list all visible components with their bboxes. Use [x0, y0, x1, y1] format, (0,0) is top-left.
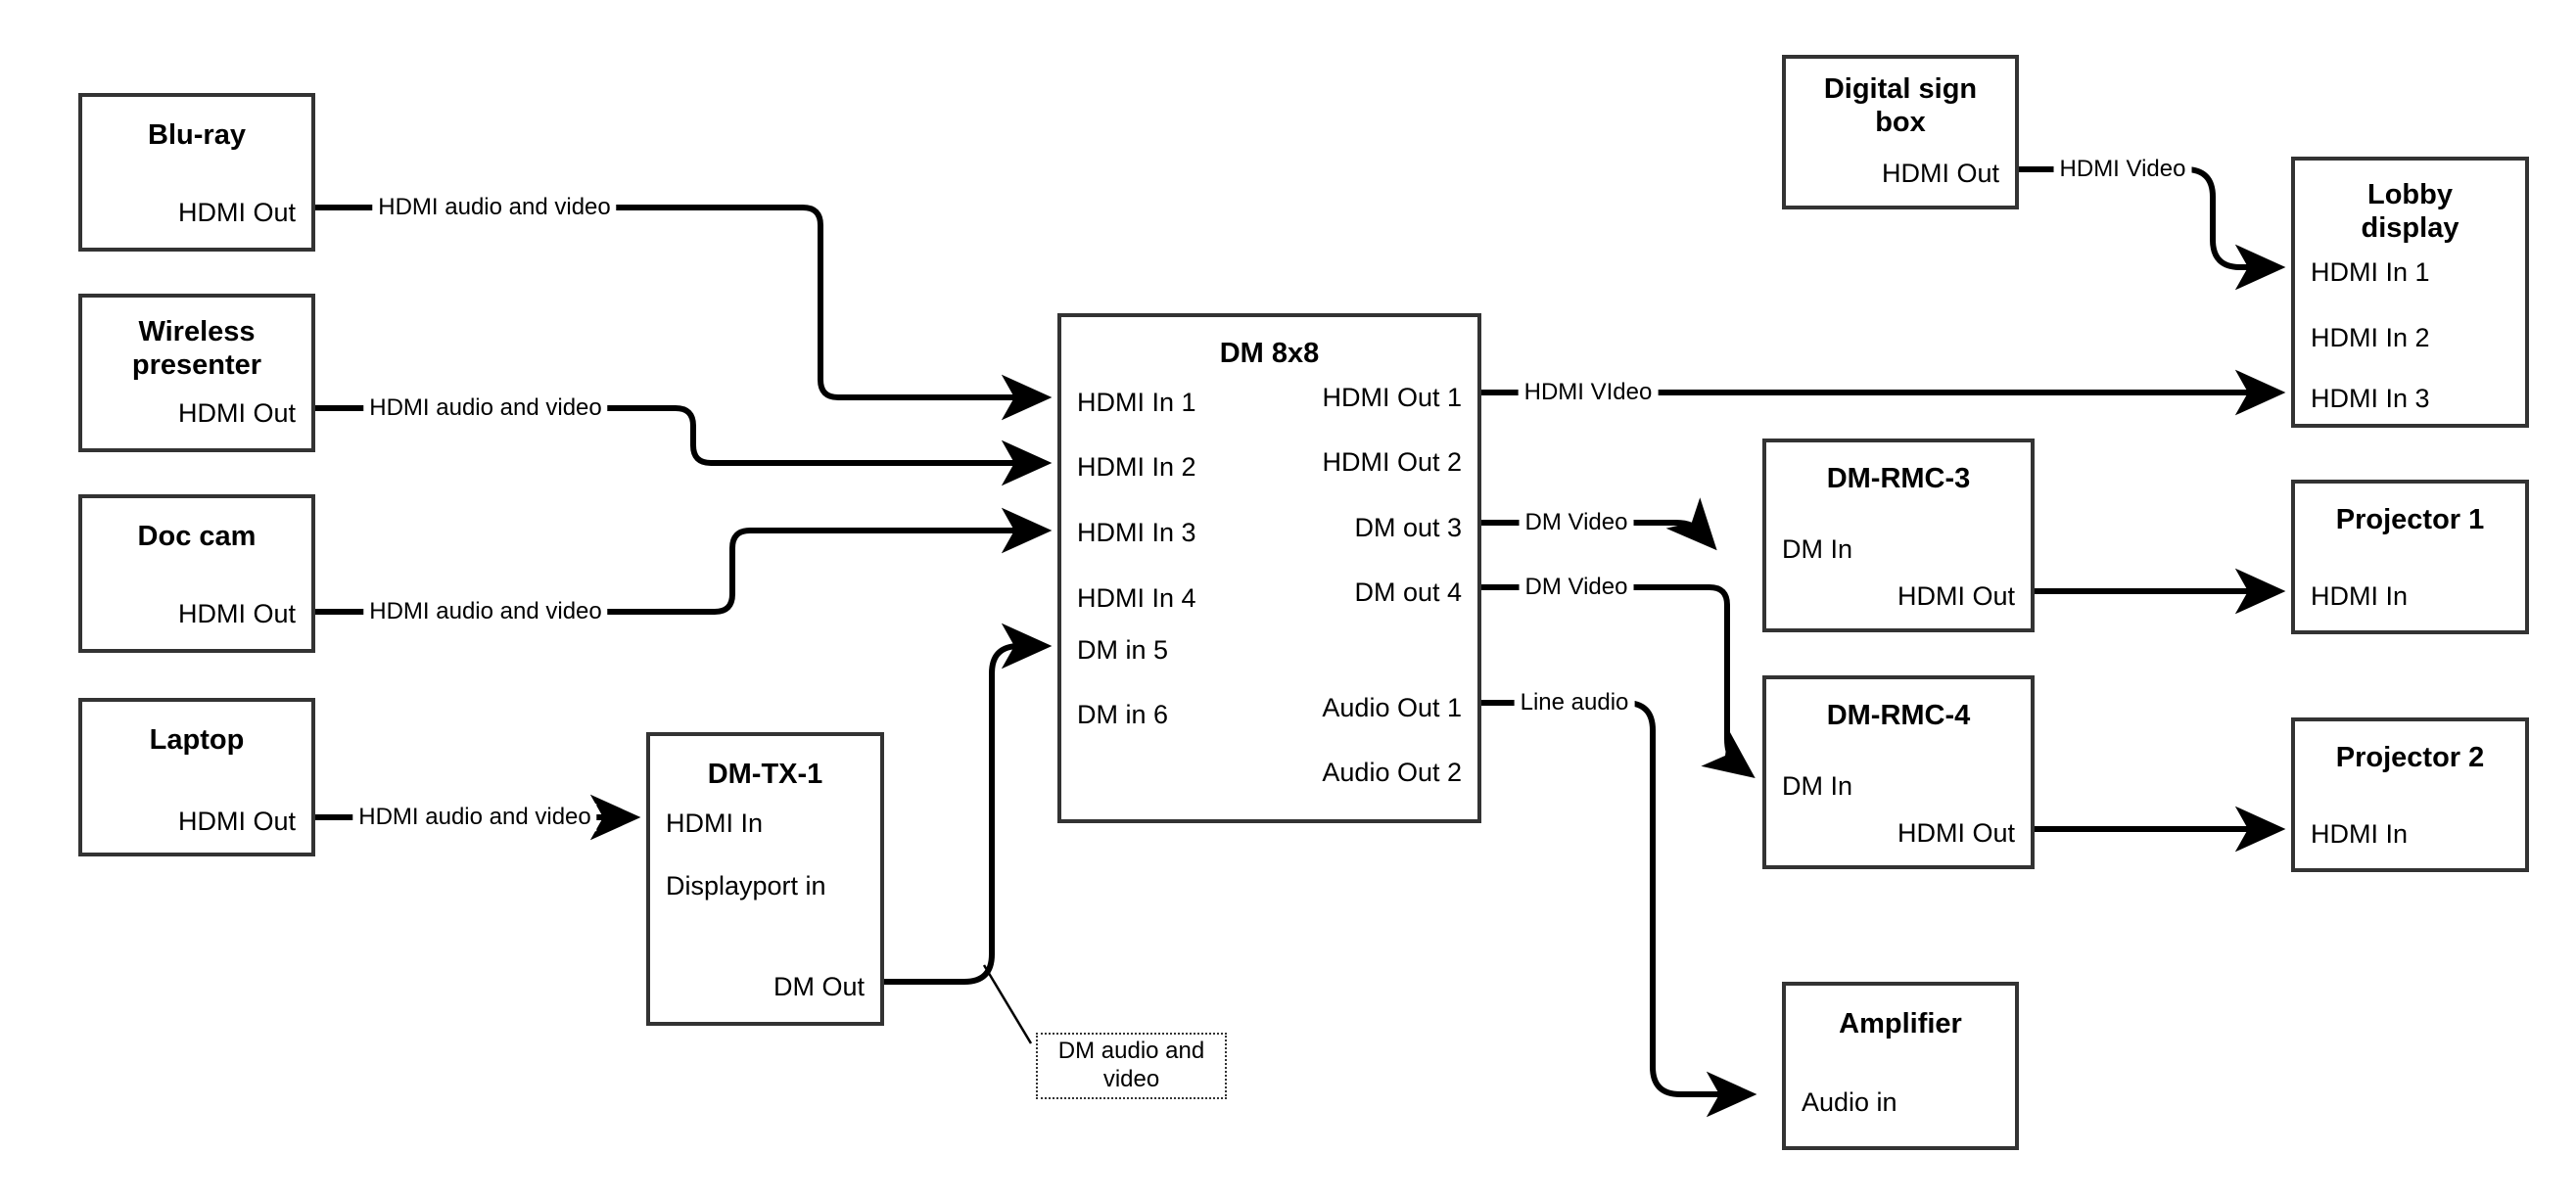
port-dm-8x8-dm-out-4[interactable]: DM out 4	[1354, 577, 1462, 607]
node-projector-2[interactable]: Projector 2 HDMI In	[2291, 717, 2529, 872]
port-dm-tx-1-dm-out[interactable]: DM Out	[773, 972, 865, 1001]
port-lobby-display-hdmi-in-3[interactable]: HDMI In 3	[2311, 384, 2430, 413]
node-title-laptop: Laptop	[149, 724, 245, 756]
callout-line-1: DM audio and	[1057, 1038, 1205, 1065]
wire-wireless-to-dm8x8	[315, 405, 1053, 486]
node-dm-8x8[interactable]: DM 8x8 HDMI In 1 HDMI In 2 HDMI In 3 HDM…	[1057, 313, 1481, 823]
wire-dm8x8-audio1-to-amplifier	[1481, 700, 1757, 1118]
port-dm-8x8-audio-out-2[interactable]: Audio Out 2	[1322, 758, 1462, 787]
port-dm-tx-1-hdmi-in[interactable]: HDMI In	[666, 808, 764, 838]
wire-label-wireless: HDMI audio and video	[363, 394, 608, 422]
port-dm-rmc-3-hdmi-out[interactable]: HDMI Out	[1897, 581, 2015, 611]
callout-line-2: video	[1102, 1066, 1160, 1092]
port-wireless-presenter-hdmi-out[interactable]: HDMI Out	[177, 398, 296, 428]
port-dm-8x8-hdmi-out-1[interactable]: HDMI Out 1	[1322, 383, 1462, 412]
wire-signbox-to-lobby-in1	[2019, 166, 2286, 291]
node-dm-rmc-4[interactable]: DM-RMC-4 DM In HDMI Out	[1762, 675, 2035, 869]
node-title-dm-tx-1: DM-TX-1	[707, 759, 823, 790]
node-title-blu-ray: Blu-ray	[148, 119, 246, 151]
wire-dm8x8-out3-to-rmc3	[1481, 497, 1717, 551]
node-dm-rmc-3[interactable]: DM-RMC-3 DM In HDMI Out	[1762, 439, 2035, 632]
wire-label-dm-video-4: DM Video	[1519, 574, 1634, 601]
port-dm-rmc-3-dm-in[interactable]: DM In	[1782, 534, 1853, 564]
node-title-lobby-display-line2: display	[2361, 212, 2459, 244]
wire-label-sign-hdmi-video: HDMI Video	[2053, 156, 2192, 183]
port-projector-1-hdmi-in[interactable]: HDMI In	[2311, 581, 2409, 611]
port-digital-sign-box-hdmi-out[interactable]: HDMI Out	[1881, 159, 1999, 188]
port-dm-8x8-dm-in-6[interactable]: DM in 6	[1077, 700, 1169, 729]
node-title-digital-sign-box-line1: Digital sign	[1823, 73, 1978, 105]
port-amplifier-audio-in[interactable]: Audio in	[1802, 1087, 1897, 1117]
port-doc-cam-hdmi-out[interactable]: HDMI Out	[177, 599, 296, 628]
wire-blu-ray-to-dm8x8	[315, 205, 1053, 421]
port-laptop-hdmi-out[interactable]: HDMI Out	[177, 807, 296, 836]
wire-label-blu-ray: HDMI audio and video	[372, 194, 617, 221]
wire-label-hdmi-video-out1: HDMI VIdeo	[1518, 379, 1659, 406]
wire-dmtx1-to-dm8x8	[884, 623, 1053, 985]
node-digital-sign-box[interactable]: Digital sign box HDMI Out	[1782, 55, 2019, 209]
node-projector-1[interactable]: Projector 1 HDMI In	[2291, 480, 2529, 634]
wire-doccam-to-dm8x8	[315, 507, 1053, 615]
node-title-dm-rmc-3: DM-RMC-3	[1826, 463, 1971, 494]
port-dm-8x8-hdmi-out-2[interactable]: HDMI Out 2	[1322, 447, 1462, 477]
node-title-projector-2: Projector 2	[2335, 742, 2485, 773]
port-dm-rmc-4-dm-in[interactable]: DM In	[1782, 771, 1853, 801]
node-amplifier[interactable]: Amplifier Audio in	[1782, 982, 2019, 1150]
node-wireless-presenter[interactable]: Wireless presenter HDMI Out	[78, 294, 315, 452]
node-title-doc-cam: Doc cam	[137, 521, 257, 552]
port-lobby-display-hdmi-in-1[interactable]: HDMI In 1	[2311, 257, 2430, 287]
port-dm-8x8-hdmi-in-2[interactable]: HDMI In 2	[1077, 452, 1196, 482]
port-projector-2-hdmi-in[interactable]: HDMI In	[2311, 819, 2409, 849]
port-dm-8x8-audio-out-1[interactable]: Audio Out 1	[1322, 693, 1462, 722]
wire-label-line-audio: Line audio	[1514, 689, 1635, 716]
node-title-digital-sign-box-line2: box	[1875, 107, 1926, 138]
wire-label-laptop: HDMI audio and video	[352, 804, 597, 831]
port-dm-8x8-dm-out-3[interactable]: DM out 3	[1354, 513, 1462, 542]
port-dm-8x8-hdmi-in-4[interactable]: HDMI In 4	[1077, 583, 1196, 613]
port-dm-8x8-dm-in-5[interactable]: DM in 5	[1077, 635, 1169, 665]
port-dm-tx-1-displayport-in[interactable]: Displayport in	[666, 871, 826, 901]
node-title-wireless-presenter-line2: presenter	[131, 349, 262, 381]
node-title-amplifier: Amplifier	[1839, 1008, 1962, 1039]
node-title-wireless-presenter-line1: Wireless	[138, 316, 256, 347]
node-doc-cam[interactable]: Doc cam HDMI Out	[78, 494, 315, 653]
callout-leader-line	[982, 964, 1033, 1044]
node-dm-tx-1[interactable]: DM-TX-1 HDMI In Displayport in DM Out	[646, 732, 884, 1026]
port-dm-8x8-hdmi-in-3[interactable]: HDMI In 3	[1077, 518, 1196, 547]
callout-dm-audio-and-video: DM audio and video	[1036, 1033, 1227, 1099]
port-dm-rmc-4-hdmi-out[interactable]: HDMI Out	[1897, 818, 2015, 848]
node-title-dm-8x8: DM 8x8	[1219, 338, 1320, 369]
port-dm-8x8-hdmi-in-1[interactable]: HDMI In 1	[1077, 388, 1196, 417]
wire-dm8x8-out4-to-rmc4	[1481, 584, 1756, 779]
node-title-dm-rmc-4: DM-RMC-4	[1826, 700, 1971, 731]
node-blu-ray[interactable]: Blu-ray HDMI Out	[78, 93, 315, 252]
port-lobby-display-hdmi-in-2[interactable]: HDMI In 2	[2311, 323, 2430, 352]
node-title-projector-1: Projector 1	[2335, 504, 2485, 535]
callout-text: DM audio and video	[1058, 1038, 1204, 1094]
node-title-lobby-display-line1: Lobby	[2367, 179, 2453, 210]
node-laptop[interactable]: Laptop HDMI Out	[78, 698, 315, 856]
port-blu-ray-hdmi-out[interactable]: HDMI Out	[177, 198, 296, 227]
wire-label-dm-video-3: DM Video	[1519, 509, 1634, 536]
wire-label-doc-cam: HDMI audio and video	[363, 598, 608, 625]
node-lobby-display[interactable]: Lobby display HDMI In 1 HDMI In 2 HDMI I…	[2291, 157, 2529, 428]
